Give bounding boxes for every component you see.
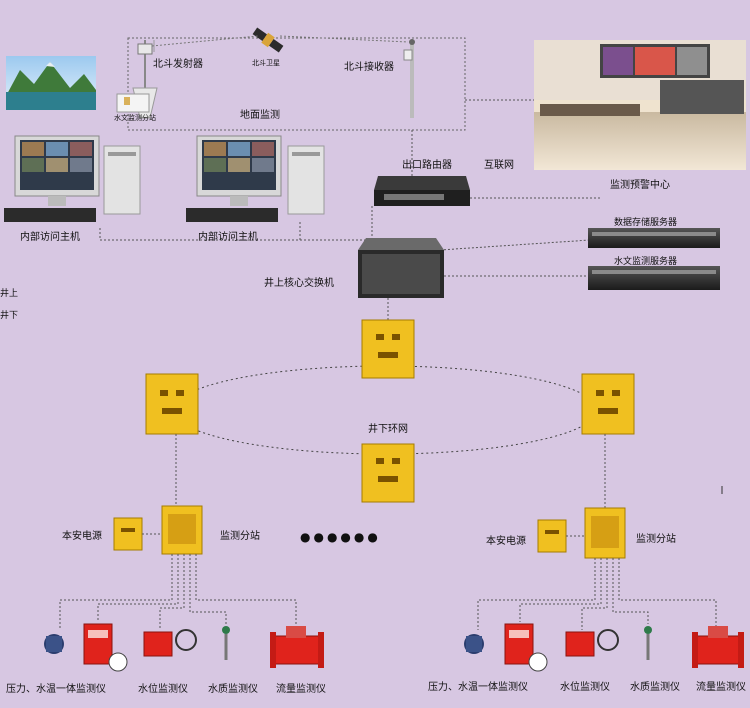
ellipsis-dots: ●●●●●● [300,530,381,544]
above-ground-label: 井上 [0,289,19,299]
storage-server-label: 数据存储服务器 [614,218,678,228]
sensor-left-pressure-label: 压力、水温一体监测仪 [6,684,106,695]
power-left-icon [113,517,143,551]
water-level-sensor-right-icon [565,629,619,657]
beidou-tx-label: 北斗发射器 [153,59,203,70]
hydro-substation-label: 水文监测分站 [114,114,156,122]
below-ground-label: 井下 [0,311,19,321]
mountain-lake-photo [6,56,96,110]
router-icon [374,176,470,206]
substation-right-icon [584,507,626,559]
computer-1-icon [4,135,141,222]
beidou-rx-label: 北斗接收器 [344,62,394,73]
sensor-right-flow-label: 流量监测仪 [696,682,746,693]
red-monitor-right-icon [504,623,548,672]
core-switch-icon [358,238,444,298]
storage-server-icon [588,228,720,248]
ring-node-top [361,319,415,379]
computer-2-icon [186,135,325,222]
hydro-substation-indicator [124,97,130,105]
substation-left-label: 监测分站 [220,531,260,542]
substation-right-label: 监测分站 [636,534,676,545]
ring-node-left [145,373,199,435]
red-monitor-left-icon [83,623,128,672]
water-quality-sensor-right-icon [644,626,652,660]
sensor-lines-right [477,558,717,630]
hydro-substation-box [116,93,150,113]
flow-sensor-right-icon [692,626,744,668]
sensor-left-quality-label: 水质监测仪 [208,684,258,695]
signal-line-rx [279,35,409,43]
satellite-icon [252,27,284,53]
sensor-right-pressure-label: 压力、水温一体监测仪 [428,682,528,693]
pressure-temp-sensor-right-icon [464,634,484,654]
substation-left-icon [161,505,203,555]
router-label: 出口路由器 [402,160,452,171]
water-level-sensor-left-icon [143,629,197,657]
sensor-lines-left [59,554,297,630]
host1-label: 内部访问主机 [20,232,80,243]
sensor-right-level-label: 水位监测仪 [560,682,610,693]
center-label: 监测预警中心 [610,180,670,191]
power-left-label: 本安电源 [62,531,102,542]
internet-label: 互联网 [484,160,514,171]
monitoring-center-photo [534,40,746,170]
ring-network-ellipse [172,365,598,455]
power-right-label: 本安电源 [486,536,526,547]
sensor-left-flow-label: 流量监测仪 [276,684,326,695]
top-connection-lines [99,99,600,322]
flow-sensor-left-icon [270,626,324,668]
ring-node-right [581,373,635,435]
beidou-receiver-icon [403,39,415,118]
ring-network-label: 井下环网 [368,424,408,435]
signal-line-tx [151,35,259,47]
hydro-server-icon [588,266,720,290]
power-right-icon [537,519,567,553]
pressure-temp-sensor-left-icon [44,634,64,654]
beidou-sat-label: 北斗卫星 [252,59,280,67]
sensor-left-level-label: 水位监测仪 [138,684,188,695]
host2-label: 内部访问主机 [198,232,258,243]
water-quality-sensor-left-icon [222,626,230,660]
ring-node-bottom [361,443,415,503]
ground-monitor-region [127,37,466,131]
hydro-server-label: 水文监测服务器 [614,257,678,267]
sensor-right-quality-label: 水质监测仪 [630,682,680,693]
core-switch-label: 井上核心交换机 [264,278,334,289]
ground-monitor-label: 地面监测 [240,110,280,121]
